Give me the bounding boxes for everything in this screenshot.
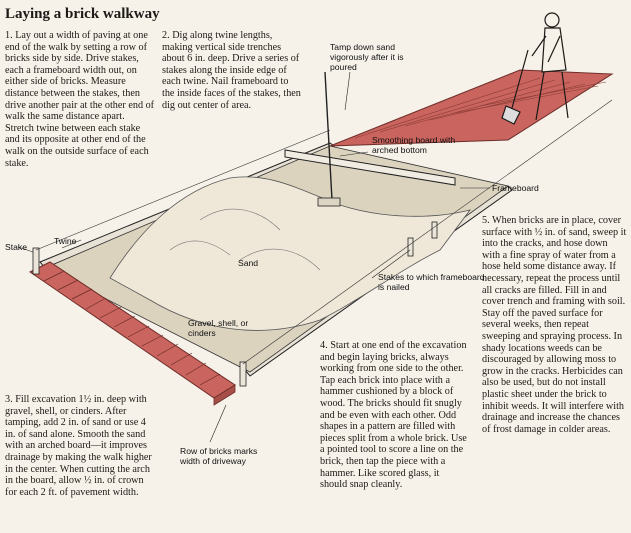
step-3-text: 3. Fill excavation 1½ in. deep with grav…: [5, 394, 152, 498]
stakes-nailed-label: Stakes to which frameboard is nailed: [378, 272, 485, 292]
tamp-label: Tamp down sand vigorously after it is po…: [330, 42, 404, 72]
smoothing-board-label: Smoothing board with arched bottom: [372, 135, 456, 155]
stake-label: Stake: [5, 242, 27, 252]
frameboard-label: Frameboard: [492, 183, 539, 193]
worker-figure: [501, 12, 569, 125]
row-of-bricks-label: Row of bricks marks width of driveway: [180, 446, 258, 466]
brick-row: [29, 261, 236, 406]
step-1-text: 1. Lay out a width of paving at one end …: [5, 30, 155, 169]
page-title: Laying a brick walkway: [5, 6, 160, 22]
step-2-text: 2. Dig along twine lengths, making verti…: [162, 30, 301, 111]
twine-label: Twine: [54, 236, 77, 246]
sand-label: Sand: [238, 258, 259, 268]
gravel-label: Gravel, shell, or cinders: [188, 318, 249, 338]
step-5-text: 5. When bricks are in place, cover surfa…: [482, 215, 627, 435]
step-4-text: 4. Start at one end of the excavation an…: [320, 340, 467, 491]
